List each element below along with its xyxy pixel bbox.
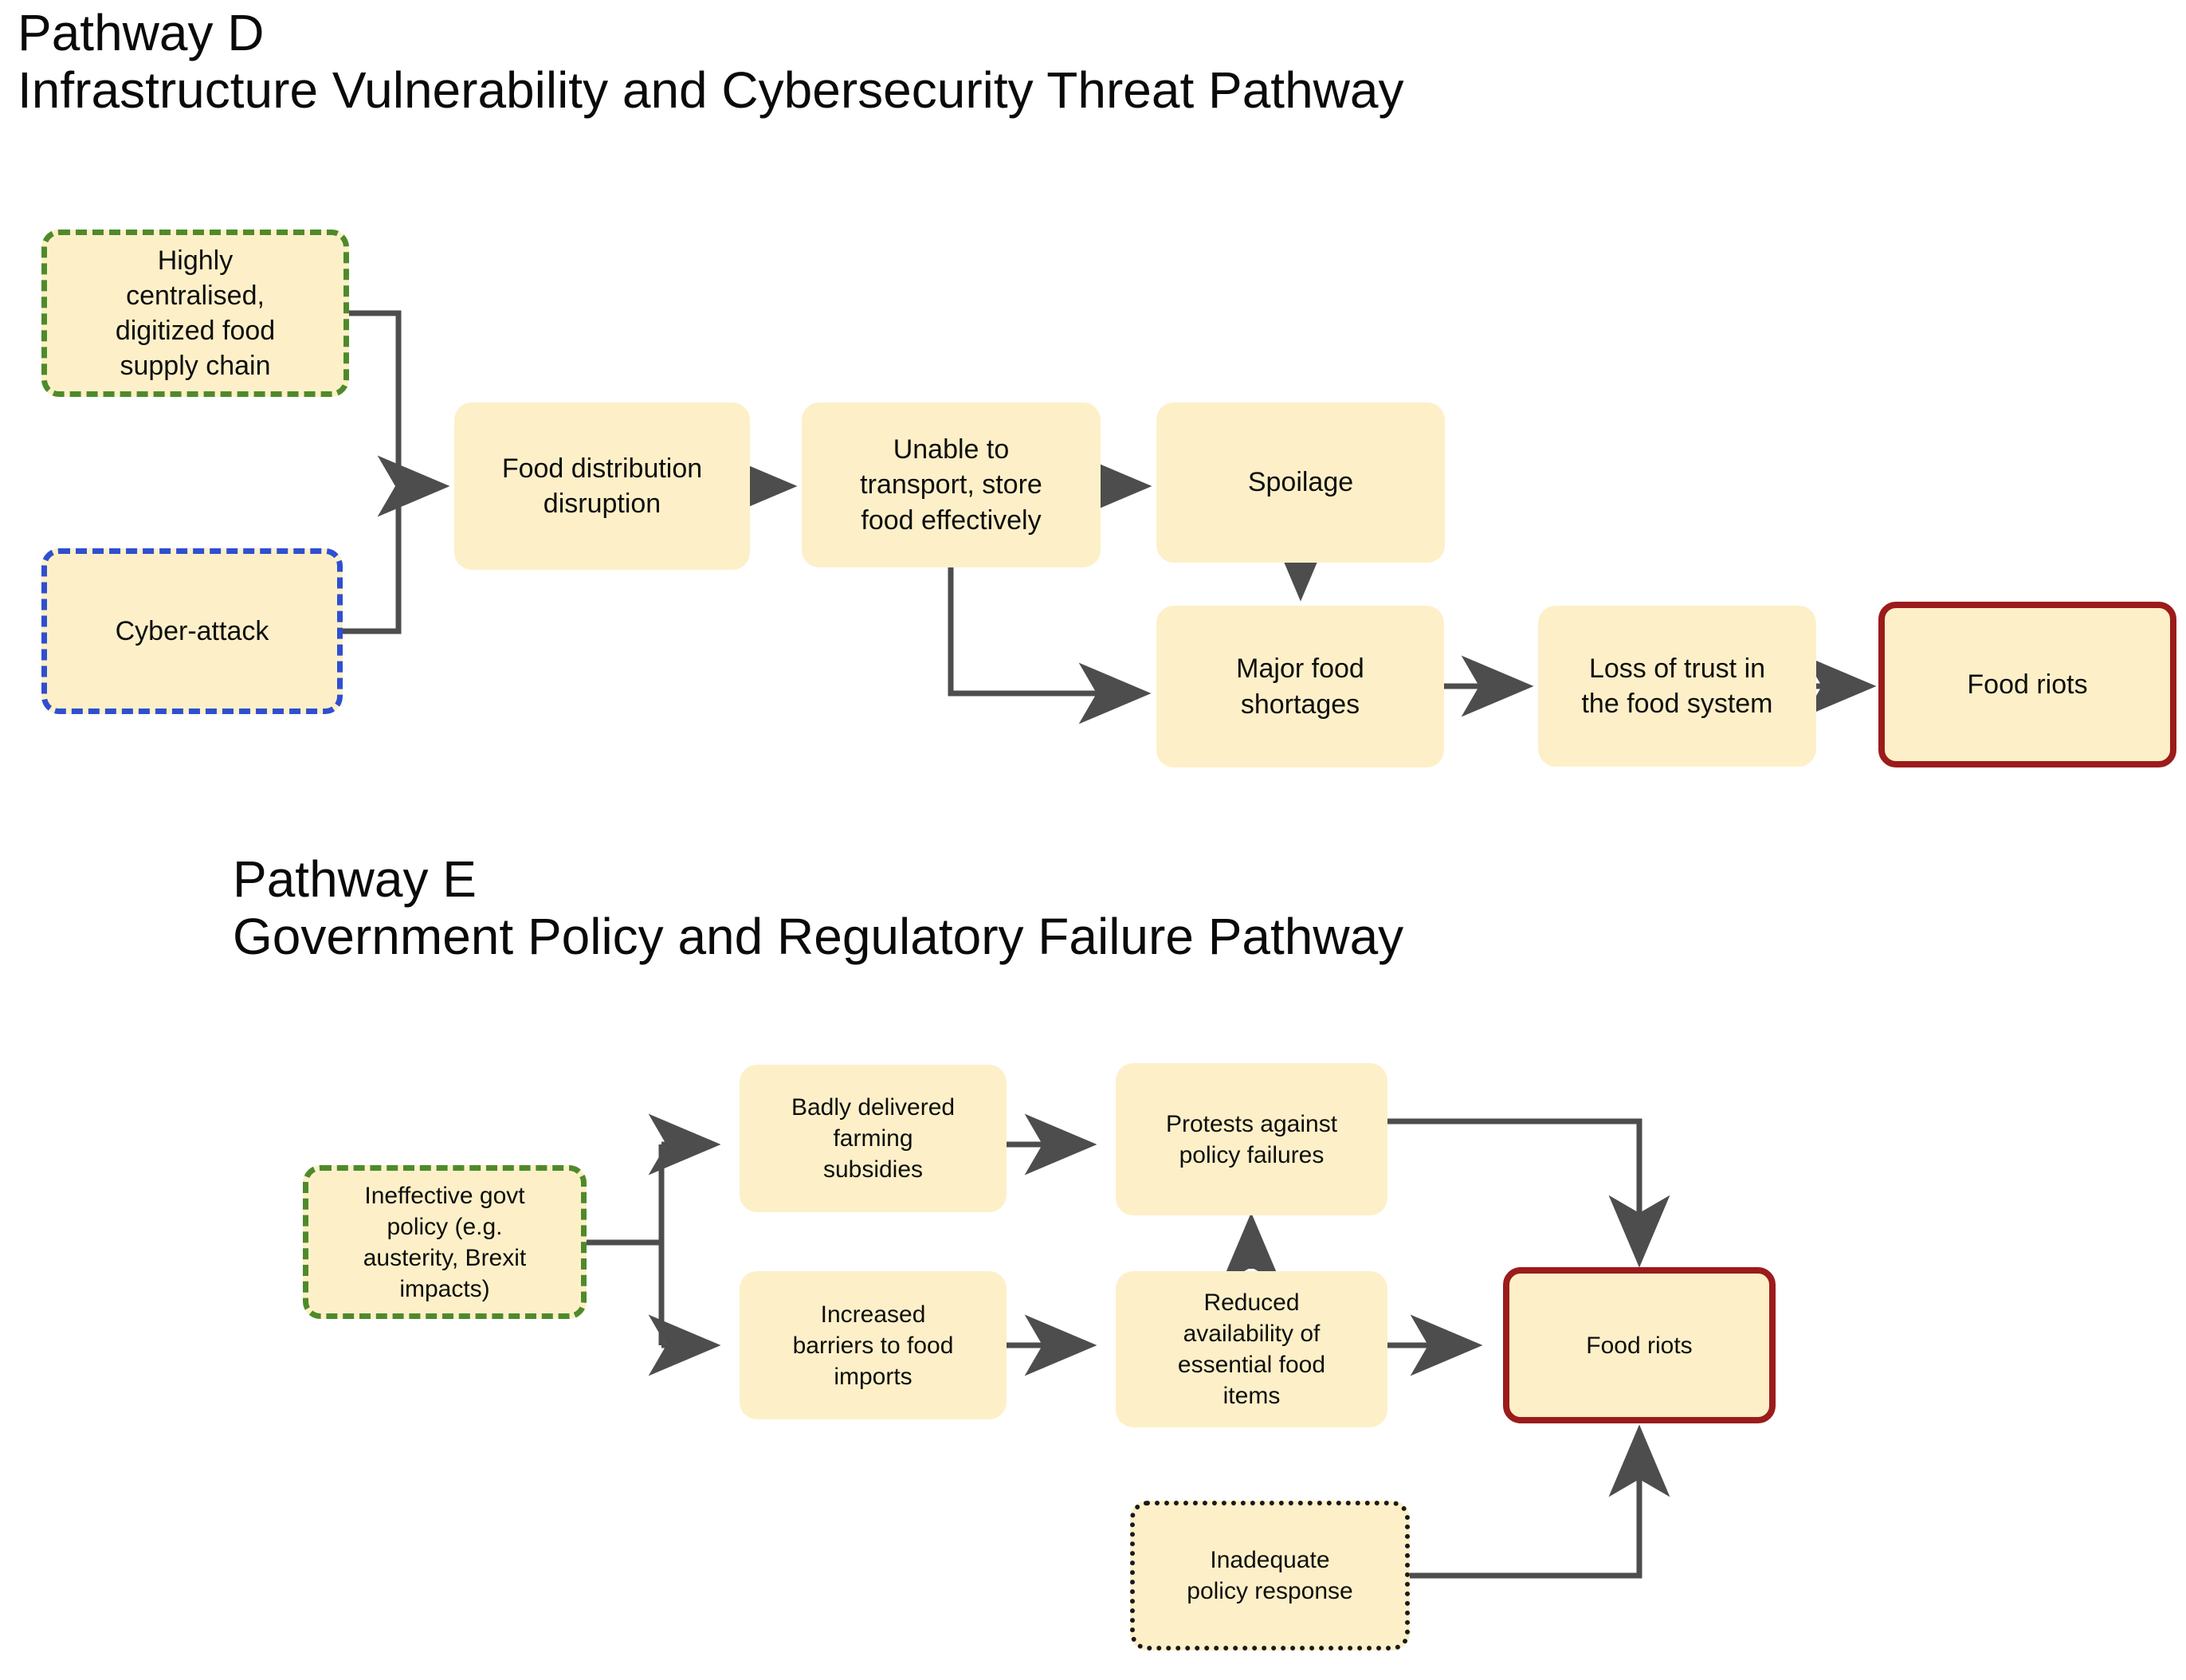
node-label: Reduced availability of essential food i… bbox=[1177, 1289, 1326, 1409]
node-highly-centralised-supply-chain[interactable]: Highly centralised, digitized food suppl… bbox=[41, 230, 349, 397]
node-label: Inadequate policy response bbox=[1187, 1547, 1353, 1604]
node-cyber-attack[interactable]: Cyber-attack bbox=[41, 548, 343, 714]
node-food-riots-pathway-d[interactable]: Food riots bbox=[1878, 602, 2176, 767]
node-loss-of-trust-in-food-system[interactable]: Loss of trust in the food system bbox=[1538, 606, 1816, 767]
node-label: Ineffective govt policy (e.g. austerity,… bbox=[363, 1182, 527, 1302]
node-reduced-availability-essential-food[interactable]: Reduced availability of essential food i… bbox=[1116, 1271, 1387, 1427]
pathway-d-title-line2: Infrastructure Vulnerability and Cyberse… bbox=[18, 61, 1404, 119]
node-label: Major food shortages bbox=[1236, 654, 1364, 720]
node-food-distribution-disruption[interactable]: Food distribution disruption bbox=[454, 402, 750, 570]
node-label: Loss of trust in the food system bbox=[1581, 653, 1773, 719]
node-label: Cyber-attack bbox=[115, 615, 269, 646]
node-unable-to-transport-store-food[interactable]: Unable to transport, store food effectiv… bbox=[802, 402, 1101, 567]
pathway-e-title-line1: Pathway E bbox=[233, 850, 477, 908]
node-protests-against-policy-failures[interactable]: Protests against policy failures bbox=[1116, 1063, 1387, 1215]
node-spoilage[interactable]: Spoilage bbox=[1156, 402, 1445, 563]
pathway-e-title-line2: Government Policy and Regulatory Failure… bbox=[233, 907, 1404, 965]
edge-unable-to-shortages bbox=[948, 567, 1152, 724]
edge-inadequate-to-foodriots bbox=[1410, 1424, 1670, 1579]
node-badly-delivered-farming-subsidies[interactable]: Badly delivered farming subsidies bbox=[740, 1065, 1007, 1212]
node-label: Spoilage bbox=[1247, 467, 1354, 498]
edge-cyberattack-to-distribution bbox=[343, 486, 402, 634]
node-label: Food riots bbox=[1967, 669, 2088, 700]
node-label: Food riots bbox=[1586, 1332, 1693, 1359]
pathway-e-title-block: Pathway E Government Policy and Regulato… bbox=[233, 850, 1404, 965]
pathway-d-title-line1: Pathway D bbox=[18, 4, 265, 61]
node-label: Highly centralised, digitized food suppl… bbox=[115, 245, 276, 382]
node-major-food-shortages[interactable]: Major food shortages bbox=[1156, 606, 1444, 767]
node-label: Food distribution disruption bbox=[501, 453, 703, 519]
node-inadequate-policy-response[interactable]: Inadequate policy response bbox=[1130, 1501, 1410, 1651]
node-label: Badly delivered farming subsidies bbox=[791, 1094, 956, 1183]
edge-protests-to-foodriots bbox=[1387, 1118, 1670, 1268]
node-food-riots-pathway-e[interactable]: Food riots bbox=[1503, 1267, 1776, 1423]
node-increased-barriers-to-food-imports[interactable]: Increased barriers to food imports bbox=[740, 1271, 1007, 1419]
edge-supplychain-to-distribution bbox=[349, 310, 402, 486]
node-ineffective-govt-policy[interactable]: Ineffective govt policy (e.g. austerity,… bbox=[303, 1165, 587, 1319]
node-label: Increased barriers to food imports bbox=[792, 1301, 954, 1390]
node-label: Protests against policy failures bbox=[1165, 1110, 1338, 1168]
node-label: Unable to transport, store food effectiv… bbox=[860, 434, 1042, 536]
pathway-d-title-block: Pathway D Infrastructure Vulnerability a… bbox=[18, 4, 1404, 119]
